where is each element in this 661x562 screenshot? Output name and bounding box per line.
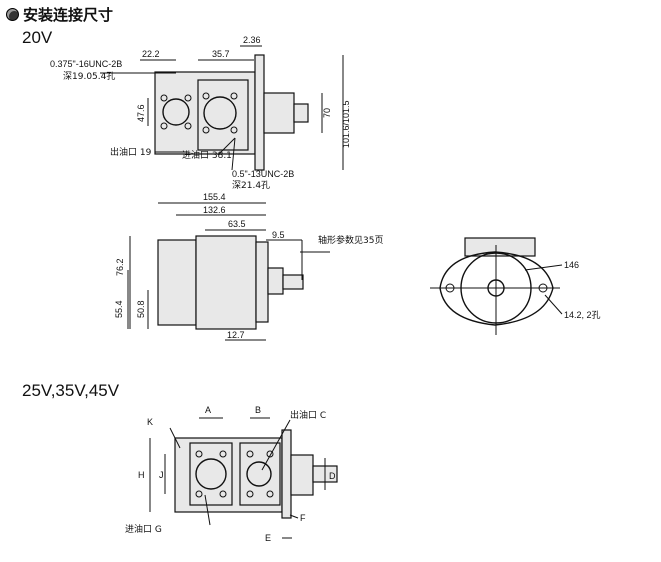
v20-top-view: 22.2 35.7 2.36 0.375"-16UNC-2B 深19.05.4孔… xyxy=(50,35,351,191)
side-hub xyxy=(267,267,284,295)
dim-50-8: 50.8 xyxy=(136,300,146,318)
dim-76-2: 76.2 xyxy=(115,258,125,276)
dim-9-5: 9.5 xyxy=(272,230,285,240)
label-h: H xyxy=(138,470,145,480)
top-inlet-port xyxy=(203,96,237,130)
thread-label-1: 0.375"-16UNC-2B xyxy=(50,59,122,69)
bullet-icon xyxy=(6,8,19,21)
v25-outlet-port xyxy=(246,461,272,487)
dim-155-4: 155.4 xyxy=(203,192,226,202)
title-text: 安装连接尺寸 xyxy=(23,6,114,24)
dim-63-5: 63.5 xyxy=(228,219,246,229)
v25-port-block-a xyxy=(189,442,233,506)
v25-hub xyxy=(290,454,314,496)
depth-label-2: 深21.4孔 xyxy=(232,180,270,191)
dim-holes: 14.2, 2孔 xyxy=(564,310,601,320)
label-e: E xyxy=(265,533,271,543)
label-phi-k: K xyxy=(147,417,153,427)
v20-side-view: 155.4 132.6 63.5 9.5 轴形参数见35页 76.2 55.4 … xyxy=(114,192,383,341)
top-outlet-port xyxy=(162,98,190,126)
inlet-label: 进油口 38.1 xyxy=(182,149,232,161)
label-b: B xyxy=(255,405,261,415)
page-title: 安装连接尺寸 xyxy=(6,4,113,25)
label-outlet-c: 出油口 C xyxy=(290,409,326,421)
section-25v-label: 25V,35V,45V xyxy=(22,381,120,400)
side-cover xyxy=(157,239,197,326)
label-phi-f: F xyxy=(300,513,306,523)
side-flange xyxy=(255,241,269,323)
flange-top-block xyxy=(464,237,536,257)
side-shaft xyxy=(282,274,304,290)
top-flange xyxy=(254,54,265,171)
depth-label-1: 深19.05.4孔 xyxy=(63,71,115,82)
dim-phi-146: 146 xyxy=(564,260,579,270)
dim-35-7: 35.7 xyxy=(212,49,230,59)
label-inlet-g: 进油口 G xyxy=(125,523,162,535)
dim-70: 70 xyxy=(322,108,332,118)
label-j: J xyxy=(159,470,164,480)
dim-2-36: 2.36 xyxy=(243,35,261,45)
dim-132-6: 132.6 xyxy=(203,205,226,215)
v25-inlet-port xyxy=(195,458,227,490)
dim-22-2: 22.2 xyxy=(142,49,160,59)
top-shaft xyxy=(293,103,309,123)
dim-47-6: 47.6 xyxy=(136,104,146,122)
v25-flange xyxy=(281,429,292,519)
dim-12-7: 12.7 xyxy=(227,330,245,340)
outlet-label: 出油口 19 xyxy=(110,146,152,158)
v20-flange-view: 146 14.2, 2孔 xyxy=(430,237,601,335)
thread-label-2: 0.5"-13UNC-2B xyxy=(232,169,294,179)
dim-55-4: 55.4 xyxy=(114,300,124,318)
v25-port-block-b xyxy=(239,442,281,506)
dim-101-6: 101.6/101.5 xyxy=(341,100,351,148)
top-housing xyxy=(263,92,295,134)
shaft-note: 轴形参数见35页 xyxy=(318,234,383,246)
top-port-block xyxy=(197,79,249,151)
label-a: A xyxy=(205,405,211,415)
side-body xyxy=(195,235,257,330)
v25-view: K A B 出油口 C H J D F 进油口 G E xyxy=(125,405,338,543)
label-d: D xyxy=(329,471,336,481)
section-20v-label: 20V xyxy=(22,28,53,47)
